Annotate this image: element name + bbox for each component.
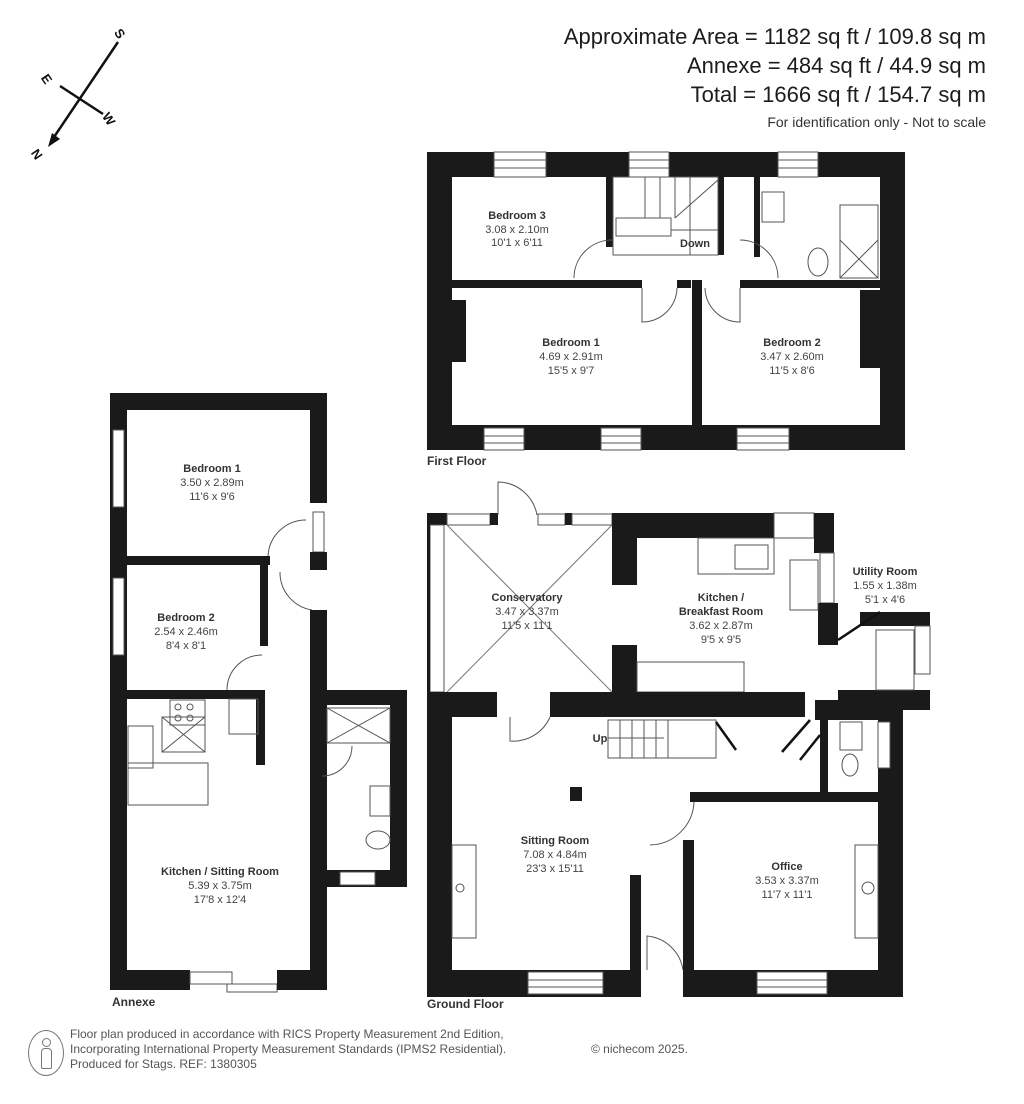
person-icon <box>28 1030 64 1076</box>
svg-text:5'1 x 4'6: 5'1 x 4'6 <box>865 594 905 606</box>
svg-text:Conservatory: Conservatory <box>492 592 564 604</box>
stairs-up-label: Up <box>593 733 608 745</box>
svg-text:11'5 x 8'6: 11'5 x 8'6 <box>769 365 815 377</box>
svg-text:17'8 x 12'4: 17'8 x 12'4 <box>194 894 247 906</box>
svg-text:5.39 x 3.75m: 5.39 x 3.75m <box>188 880 252 892</box>
svg-text:3.62 x 2.87m: 3.62 x 2.87m <box>689 620 753 632</box>
svg-text:9'5 x 9'5: 9'5 x 9'5 <box>701 634 741 646</box>
svg-text:4.69 x 2.91m: 4.69 x 2.91m <box>539 351 603 363</box>
area-main: Approximate Area = 1182 sq ft / 109.8 sq… <box>563 24 986 49</box>
copyright: © nichecom 2025. <box>591 1042 688 1056</box>
svg-text:15'5 x 9'7: 15'5 x 9'7 <box>548 365 594 377</box>
svg-text:23'3 x 15'11: 23'3 x 15'11 <box>526 863 584 875</box>
area-summary: Approximate Area = 1182 sq ft / 109.8 sq… <box>564 22 986 130</box>
first-floor-label: First Floor <box>427 454 487 468</box>
room-gf-office: Office 3.53 x 3.37m 11'7 x 11'1 <box>755 861 819 901</box>
room-gf-utility: Utility Room 1.55 x 1.38m 5'1 x 4'6 <box>853 566 918 606</box>
room-gf-kitchen-breakfast: Kitchen / Breakfast Room 3.62 x 2.87m 9'… <box>679 592 764 646</box>
room-annexe-bedroom-2: Bedroom 2 2.54 x 2.46m 8'4 x 8'1 <box>154 612 218 652</box>
svg-text:7.08 x 4.84m: 7.08 x 4.84m <box>523 849 587 861</box>
svg-text:Office: Office <box>771 861 802 873</box>
disclaimer: For identification only - Not to scale <box>767 114 986 130</box>
svg-text:Sitting Room: Sitting Room <box>521 835 590 847</box>
first-floor-plan: Down Bedroom 3 3.08 x 2.10m 10'1 x 6'11 … <box>427 151 905 468</box>
stairs-down-label: Down <box>680 238 710 250</box>
footer-line-1: Floor plan produced in accordance with R… <box>70 1027 504 1041</box>
svg-text:Bedroom 1: Bedroom 1 <box>183 463 240 475</box>
room-ff-bedroom-1: Bedroom 1 4.69 x 2.91m 15'5 x 9'7 <box>539 337 603 377</box>
svg-text:3.47 x 3.37m: 3.47 x 3.37m <box>495 606 559 618</box>
footer-notes: Floor plan produced in accordance with R… <box>70 1027 688 1072</box>
svg-text:10'1 x 6'11: 10'1 x 6'11 <box>491 237 543 249</box>
room-annexe-bedroom-1: Bedroom 1 3.50 x 2.89m 11'6 x 9'6 <box>180 463 244 503</box>
footer-line-3: Produced for Stags. REF: 1380305 <box>70 1057 257 1071</box>
svg-text:8'4 x 8'1: 8'4 x 8'1 <box>166 640 206 652</box>
svg-text:11'7 x 11'1: 11'7 x 11'1 <box>762 889 813 901</box>
svg-text:3.53 x 3.37m: 3.53 x 3.37m <box>755 875 819 887</box>
room-ff-bedroom-2: Bedroom 2 3.47 x 2.60m 11'5 x 8'6 <box>760 337 824 377</box>
svg-text:Bedroom 2: Bedroom 2 <box>763 337 820 349</box>
footer-line-2: Incorporating International Property Mea… <box>70 1042 507 1056</box>
compass-n: N <box>28 146 46 162</box>
room-annexe-kitchen-sitting: Kitchen / Sitting Room 5.39 x 3.75m 17'8… <box>161 866 279 906</box>
svg-text:1.55 x 1.38m: 1.55 x 1.38m <box>853 580 917 592</box>
svg-text:Bedroom 2: Bedroom 2 <box>157 612 214 624</box>
compass-e: E <box>38 71 55 87</box>
svg-text:Kitchen / Sitting Room: Kitchen / Sitting Room <box>161 866 279 878</box>
ground-floor-plan: Up Conservatory 3.47 x 3.37m 11'5 x 11'1… <box>427 481 931 1011</box>
svg-text:11'5 x 11'1: 11'5 x 11'1 <box>502 620 553 632</box>
annexe-label: Annexe <box>112 995 156 1009</box>
svg-text:Breakfast Room: Breakfast Room <box>679 606 764 618</box>
area-total: Total = 1666 sq ft / 154.7 sq m <box>690 82 986 107</box>
svg-text:2.54 x 2.46m: 2.54 x 2.46m <box>154 626 218 638</box>
svg-text:Kitchen /: Kitchen / <box>698 592 744 604</box>
svg-text:3.08 x 2.10m: 3.08 x 2.10m <box>485 224 549 236</box>
room-gf-sitting-room: Sitting Room 7.08 x 4.84m 23'3 x 15'11 <box>521 835 590 875</box>
svg-text:3.50 x 2.89m: 3.50 x 2.89m <box>180 477 244 489</box>
svg-text:11'6 x 9'6: 11'6 x 9'6 <box>189 491 235 503</box>
annexe-plan: Bedroom 1 3.50 x 2.89m 11'6 x 9'6 Bedroo… <box>110 393 407 1009</box>
svg-text:Bedroom 1: Bedroom 1 <box>542 337 599 349</box>
ground-floor-label: Ground Floor <box>427 997 504 1011</box>
svg-text:Utility Room: Utility Room <box>853 566 918 578</box>
compass-arrow-icon: S E W N <box>28 26 129 163</box>
area-annexe: Annexe = 484 sq ft / 44.9 sq m <box>686 53 986 78</box>
compass-s: S <box>111 26 128 42</box>
svg-text:Bedroom 3: Bedroom 3 <box>488 210 545 222</box>
room-gf-conservatory: Conservatory 3.47 x 3.37m 11'5 x 11'1 <box>492 592 564 632</box>
svg-text:3.47 x 2.60m: 3.47 x 2.60m <box>760 351 824 363</box>
room-ff-bedroom-3: Bedroom 3 3.08 x 2.10m 10'1 x 6'11 <box>485 210 549 249</box>
